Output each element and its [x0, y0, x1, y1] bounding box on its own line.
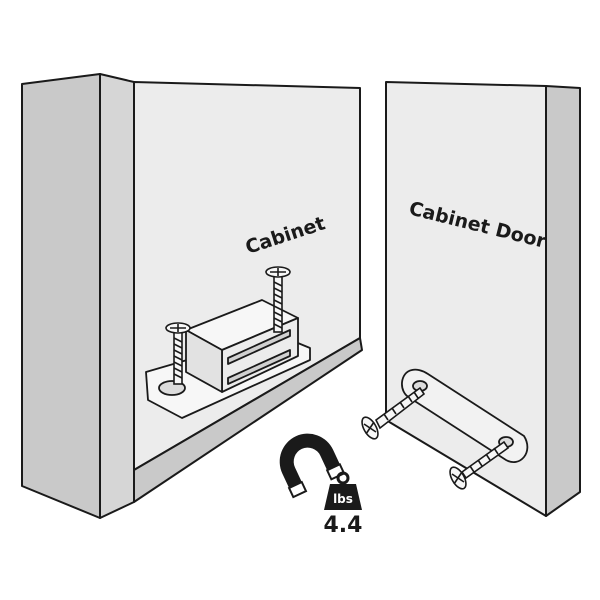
catch-magnet-slot-top — [227, 329, 291, 365]
weight-value-label: 4.4 — [324, 513, 363, 538]
door-panel — [385, 81, 581, 517]
weight-unit-label: lbs — [333, 492, 353, 506]
screw-shaft — [374, 386, 426, 430]
cabinet-panel — [21, 73, 363, 519]
magnetic-catch — [145, 299, 311, 419]
cabinet-side-edge — [21, 73, 101, 519]
weight-icon: lbs — [324, 471, 362, 510]
screw-icon — [265, 266, 291, 333]
screw-icon — [165, 322, 191, 385]
screw-icon — [449, 440, 510, 490]
cabinet-bottom — [133, 337, 363, 503]
catch-housing-side — [185, 329, 223, 393]
strike-plate — [401, 368, 529, 463]
screw-icon — [361, 386, 426, 440]
cabinet-front-edge — [99, 73, 135, 519]
strike-plate-body — [401, 368, 529, 463]
door-side-edge — [545, 85, 581, 517]
catch-magnet-slot-bottom — [227, 349, 291, 385]
